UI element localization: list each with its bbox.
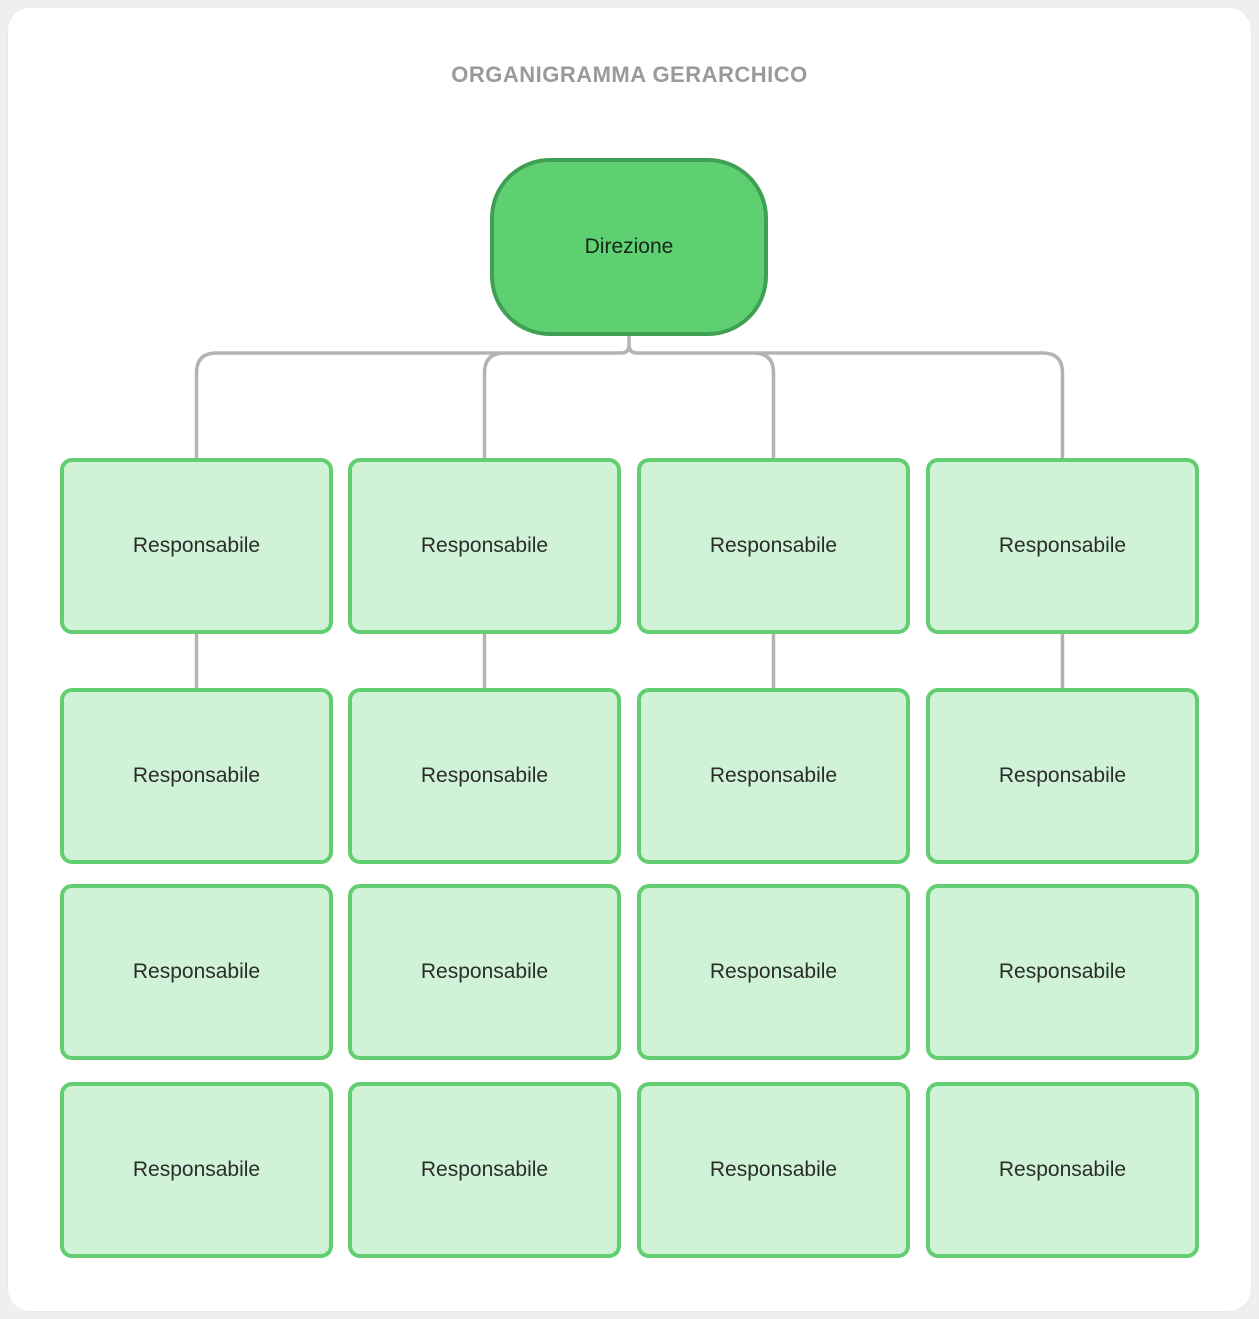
org-node-col4-row1[interactable]: Responsabile xyxy=(926,458,1199,634)
chart-title: ORGANIGRAMMA GERARCHICO xyxy=(451,62,808,87)
org-node-col1-row4[interactable]: Responsabile xyxy=(60,1082,333,1258)
org-node-col4-row3[interactable]: Responsabile xyxy=(926,884,1199,1060)
org-node-col2-row3[interactable]: Responsabile xyxy=(348,884,621,1060)
org-node-col2-row2[interactable]: Responsabile xyxy=(348,688,621,864)
org-node-col3-row3[interactable]: Responsabile xyxy=(637,884,910,1060)
org-node-col1-row1[interactable]: Responsabile xyxy=(60,458,333,634)
org-node-col1-row3[interactable]: Responsabile xyxy=(60,884,333,1060)
org-node-col4-row4[interactable]: Responsabile xyxy=(926,1082,1199,1258)
org-node-col2-row1[interactable]: Responsabile xyxy=(348,458,621,634)
org-node-col3-row1[interactable]: Responsabile xyxy=(637,458,910,634)
org-node-col1-row2[interactable]: Responsabile xyxy=(60,688,333,864)
org-node-col4-row2[interactable]: Responsabile xyxy=(926,688,1199,864)
org-node-col3-row4[interactable]: Responsabile xyxy=(637,1082,910,1258)
org-node-root[interactable]: Direzione xyxy=(490,158,768,336)
org-node-col3-row2[interactable]: Responsabile xyxy=(637,688,910,864)
org-node-col2-row4[interactable]: Responsabile xyxy=(348,1082,621,1258)
